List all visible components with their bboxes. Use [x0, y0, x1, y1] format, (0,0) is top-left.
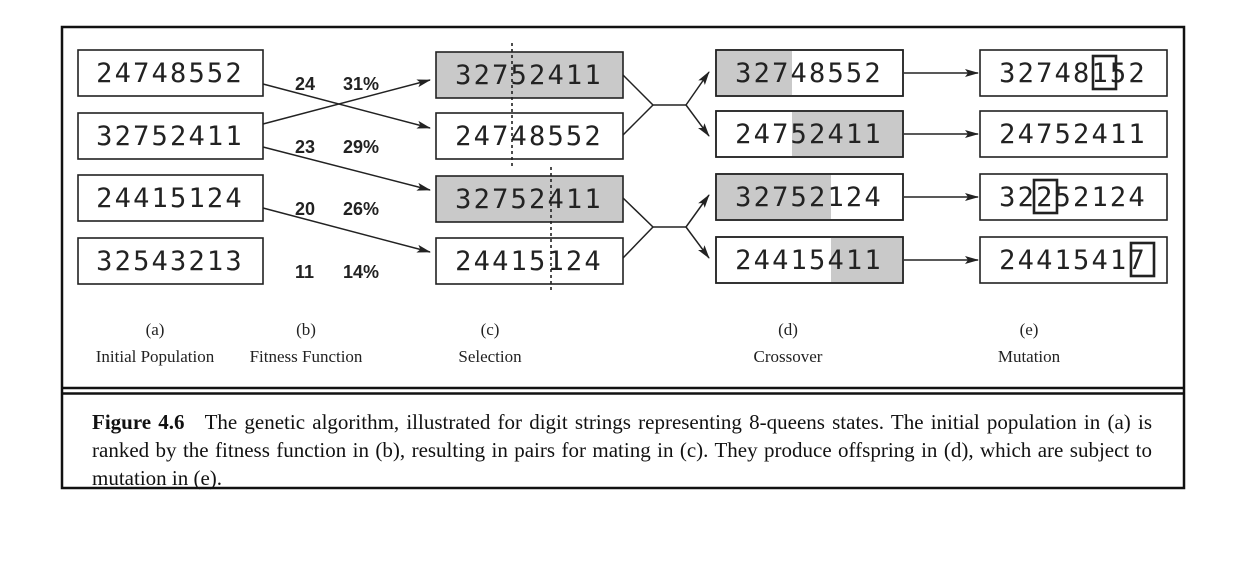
- crossover-column: 32748552 24752411 32752124 24415411: [715, 49, 904, 284]
- mutation-column: 32748152 24752411 32252124 24415417: [979, 49, 1168, 284]
- mutation-highlight: [1091, 54, 1118, 91]
- fitness-score: 11: [295, 262, 314, 282]
- svg-text:24415124: 24415124: [96, 183, 244, 214]
- fitness-percent: 29%: [343, 137, 379, 157]
- fitness-percent: 26%: [343, 199, 379, 219]
- initial-population-column: 24748552 32752411 24415124 32543213: [77, 49, 264, 285]
- population-string: 32752411: [77, 112, 264, 160]
- svg-text:24415417: 24415417: [999, 245, 1147, 276]
- figure-frame: [60, 25, 1186, 490]
- svg-text:32752411: 32752411: [96, 121, 244, 152]
- svg-text:32752411: 32752411: [455, 184, 603, 215]
- mutation-arrows: [904, 69, 979, 264]
- fitness-score: 24: [295, 74, 315, 94]
- figure-number: Figure 4.6: [92, 410, 185, 434]
- panel-letter: (e): [1020, 320, 1039, 339]
- population-string: 32543213: [77, 237, 264, 285]
- svg-text:32748152: 32748152: [999, 58, 1147, 89]
- arrow-icon: [685, 104, 710, 137]
- selection-column: 32752411 24748552 32752411 24415124: [435, 43, 624, 292]
- panel-letter: (c): [481, 320, 500, 339]
- svg-text:24748552: 24748552: [96, 58, 244, 89]
- mutation-highlight: [1129, 241, 1156, 278]
- panel-title: Initial Population: [96, 347, 215, 366]
- svg-text:32752124: 32752124: [735, 182, 883, 213]
- svg-text:24415411: 24415411: [735, 245, 883, 276]
- arrow-icon: [262, 207, 431, 253]
- arrow-icon: [685, 71, 710, 106]
- fitness-column: 24 31% 23 29% 20 26% 11 14%: [295, 74, 379, 282]
- arrow-icon: [685, 226, 710, 259]
- svg-text:24752411: 24752411: [735, 119, 883, 150]
- fitness-score: 23: [295, 137, 315, 157]
- arrow-icon: [262, 83, 431, 129]
- caption-text: The genetic algorithm, illustrated for d…: [92, 410, 1152, 490]
- panel-labels: (a) Initial Population (b) Fitness Funct…: [96, 320, 1061, 366]
- crossover-connectors: [622, 71, 710, 259]
- arrow-icon: [685, 194, 710, 228]
- svg-text:24752411: 24752411: [999, 119, 1147, 150]
- arrow-icon: [262, 79, 431, 125]
- arrow-icon: [262, 146, 431, 191]
- fitness-score: 20: [295, 199, 315, 219]
- selection-arrows: [262, 79, 431, 253]
- panel-title: Selection: [458, 347, 522, 366]
- svg-text:24415124: 24415124: [455, 246, 603, 277]
- population-string: 24748552: [77, 49, 264, 97]
- panel-title: Crossover: [754, 347, 823, 366]
- panel-title: Fitness Function: [250, 347, 363, 366]
- panel-letter: (b): [296, 320, 316, 339]
- svg-text:32748552: 32748552: [735, 58, 883, 89]
- svg-text:24748552: 24748552: [455, 121, 603, 152]
- mutation-highlight: [1032, 178, 1059, 215]
- svg-text:32252124: 32252124: [999, 182, 1147, 213]
- panel-letter: (d): [778, 320, 798, 339]
- svg-text:32752411: 32752411: [455, 60, 603, 91]
- fitness-percent: 14%: [343, 262, 379, 282]
- fitness-percent: 31%: [343, 74, 379, 94]
- panel-title: Mutation: [998, 347, 1061, 366]
- population-string: 24415124: [77, 174, 264, 222]
- panel-letter: (a): [146, 320, 165, 339]
- svg-text:32543213: 32543213: [96, 246, 244, 277]
